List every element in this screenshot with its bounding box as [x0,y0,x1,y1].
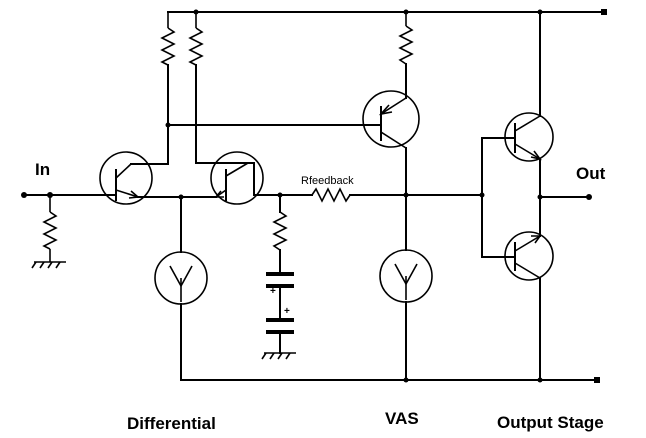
rfeedback-resistor [279,187,407,203]
feedback-capacitor-bottom: + [266,306,294,354]
plus-sign: + [284,306,290,317]
collector-resistor-right [188,9,204,164]
rfeedback-label: Rfeedback [301,175,354,187]
vas-label: VAS [385,409,419,428]
input-node [21,192,101,198]
differential-label: Differential [127,414,216,433]
output-stage-label: Output Stage [497,413,604,432]
differential-transistor-left [99,151,182,205]
feedback-shunt-resistor [272,192,288,273]
feedback-capacitor-top: + [266,272,294,319]
output-transistor-upper [504,9,554,237]
positive-supply-rail [167,9,607,15]
differential-transistor-right [180,151,281,205]
out-label: Out [576,164,606,183]
output-node [537,194,592,200]
vas-emitter-resistor [398,9,414,89]
collector-resistor-left [160,12,176,165]
vas-transistor [167,87,420,196]
vas-current-source [379,192,433,383]
plus-sign: + [270,286,276,297]
feedback-ground-symbol [261,352,296,360]
negative-supply-rail [180,377,600,383]
tail-current-source [154,194,208,381]
in-label: In [35,160,50,179]
output-transistor-lower [504,231,554,383]
output-drive-wiring [405,137,516,258]
input-bias-resistor [42,195,58,262]
input-ground-symbol [31,261,66,269]
